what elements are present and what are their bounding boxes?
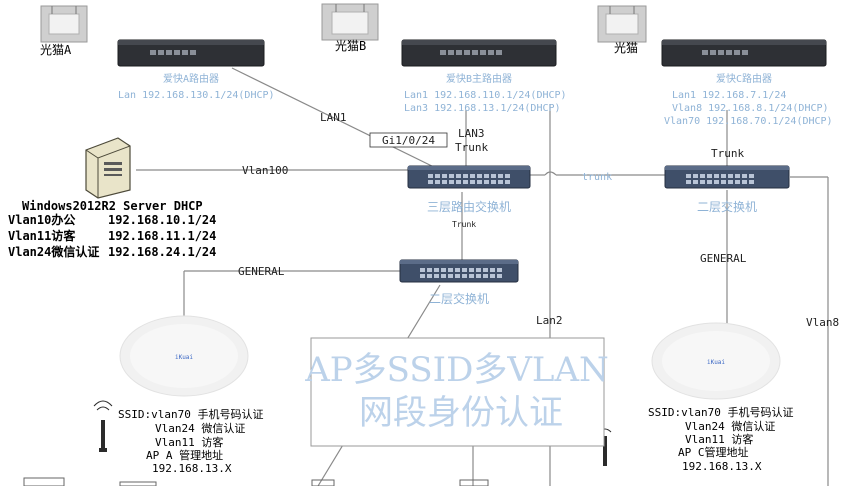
ap-left-antenna [93,400,113,452]
ap-left-line-3: Vlan11 访客 [155,435,223,449]
ap-left-logo: iKuai [175,354,193,361]
server-row-2-ip: 192.168.11.1/24 [108,229,216,243]
server-row-3-ip: 192.168.24.1/24 [108,245,216,259]
modem-c: 光猫 [597,5,647,55]
label-gi: Gi1/0/24 [382,134,435,147]
modem-c-label: 光猫 [614,41,638,55]
label-vlan8: Vlan8 [806,316,839,329]
server-row-1-ip: 192.168.10.1/24 [108,213,216,227]
router-c-line-3: Vlan70 192.168.70.1/24(DHCP) [664,116,833,127]
label-trunk-mid: trunk [582,172,612,183]
ap-left-line-4: AP A 管理地址 [146,448,223,462]
label-vlan100: Vlan100 [242,164,288,177]
bottom-device-mid [119,481,157,487]
antenna-icon [101,420,105,452]
label-trunk-c: Trunk [711,147,744,160]
bottom-device-center [311,479,335,487]
ap-left-line-5: 192.168.13.X [152,462,232,475]
ap-right-line-1: SSID:vlan70 手机号码认证 [648,405,793,419]
label-trunk-b: Trunk [455,141,488,154]
ap-left: iKuai [119,315,249,397]
modem-a-label: 光猫A [40,43,72,57]
router-b-line-1: Lan1 192.168.110.1/24(DHCP) [404,90,567,101]
antenna-icon [603,436,607,466]
router-b-name: 爱快B主路由器 [446,72,512,85]
ap-right-logo: iKuai [707,359,725,366]
ap-left-line-2: Vlan24 微信认证 [155,421,245,435]
router-b-line-2: Lan3 192.168.13.1/24(DHCP) [404,103,561,114]
watermark-box [310,337,605,447]
bottom-device-left [23,477,65,487]
label-lan3: LAN3 [458,127,485,140]
modem-a: 光猫A [40,5,88,57]
switch-l2-right: 二层交换机 [664,165,790,214]
link-trunk-wiggle [544,171,557,176]
switch-l3: 三层路由交换机 [407,165,531,214]
modem-b-label: 光猫B [335,39,366,53]
label-general-left: GENERAL [238,265,285,278]
label-lan2: Lan2 [536,314,563,327]
router-a: 爱快A路由器 Lan 192.168.130.1/24(DHCP) [117,39,275,101]
modem-b: 光猫B [321,3,379,53]
server-row-2-name: Vlan11访客 [8,228,76,243]
label-trunk-small: Trunk [452,220,476,229]
watermark-line-2: 网段身份认证 [359,393,563,433]
switch-l3-label: 三层路由交换机 [427,199,511,214]
router-a-line-1: Lan 192.168.130.1/24(DHCP) [118,90,275,101]
switch-l2-left: 二层交换机 [399,259,519,306]
ap-left-line-1: SSID:vlan70 手机号码认证 [118,407,263,421]
switch-l2-right-label: 二层交换机 [697,199,757,214]
label-lan1: LAN1 [320,111,347,124]
server-row-3-name: Vlan24微信认证 [8,244,99,259]
ap-right-line-5: 192.168.13.X [682,460,762,473]
label-gi-box [369,132,448,148]
link-lan1 [231,67,441,171]
ap-right-line-3: Vlan11 访客 [685,432,753,446]
router-c: 爱快C路由器 Lan1 192.168.7.1/24 Vlan8 192.168… [661,39,833,127]
watermark-line-1: AP多SSID多VLAN [304,350,609,390]
switch-l2-left-label: 二层交换机 [429,291,489,306]
router-c-line-1: Lan1 192.168.7.1/24 [672,90,786,101]
router-c-line-2: Vlan8 192.168.8.1/24(DHCP) [672,103,829,114]
ap-right: iKuai [651,322,781,400]
label-general-right: GENERAL [700,252,747,265]
bottom-device-right [459,479,489,487]
ap-right-line-2: Vlan24 微信认证 [685,419,775,433]
router-b: 爱快B主路由器 Lan1 192.168.110.1/24(DHCP) Lan3… [401,39,567,114]
server-title: Windows2012R2 Server DHCP [22,199,203,213]
router-c-name: 爱快C路由器 [716,72,772,85]
server-row-1-name: Vlan10办公 [8,212,75,227]
ap-right-line-4: AP C管理地址 [678,445,749,459]
router-a-name: 爱快A路由器 [163,72,219,85]
server-tower [85,137,131,199]
